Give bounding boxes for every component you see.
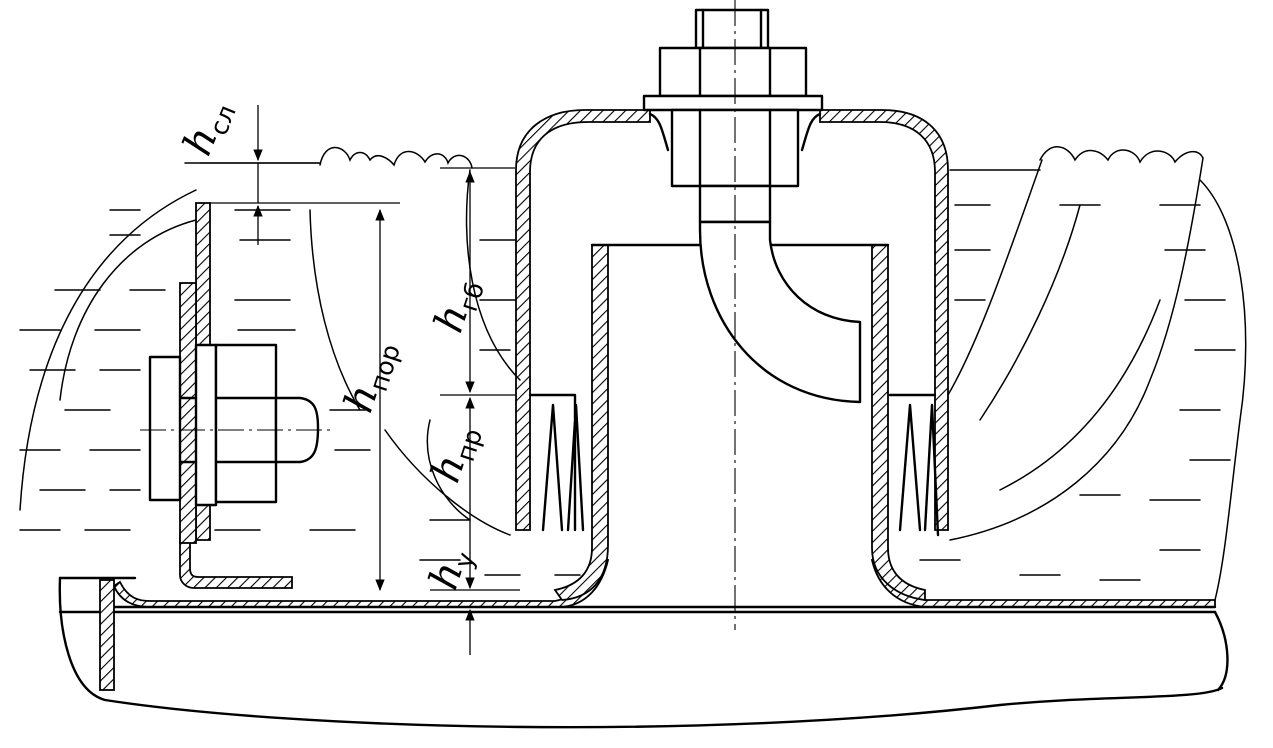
label-h-sl: hсл: [175, 93, 242, 163]
svg-text:hу: hу: [421, 542, 481, 596]
cap-bolt-assembly: [642, 0, 862, 630]
svg-text:hсл: hсл: [175, 93, 242, 163]
liquid-surface: [19, 146, 1247, 601]
liquid-dashes: [19, 204, 1236, 581]
svg-text:hпор: hпор: [336, 334, 406, 419]
label-h-por: hпор: [336, 334, 406, 419]
label-h-gb: hгб: [426, 272, 490, 339]
column-shell-wall: [58, 576, 1224, 729]
label-h-u: hу: [421, 542, 481, 596]
overflow-weir: [140, 202, 330, 589]
tray-plate: [58, 559, 1229, 692]
svg-text:hпр: hпр: [423, 419, 488, 490]
label-h-pr: hпр: [423, 419, 488, 490]
dimension-lines: [200, 105, 520, 655]
svg-text:hгб: hгб: [426, 272, 490, 339]
bubble-cap: [515, 109, 949, 537]
